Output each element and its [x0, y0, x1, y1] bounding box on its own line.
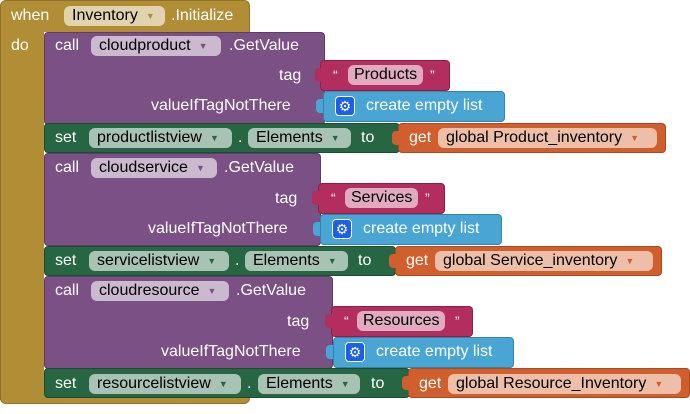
dropdown-arrow-icon: ▼ — [654, 379, 664, 389]
text-value[interactable]: Products — [348, 65, 424, 85]
property-dropdown-elements[interactable]: Elements ▼ — [258, 374, 360, 394]
tag-label: tag — [275, 190, 298, 207]
method-name: .GetValue — [224, 159, 294, 176]
target-dropdown-servicelistview[interactable]: servicelistview ▼ — [89, 251, 229, 271]
dot-separator: . — [238, 129, 243, 146]
open-quote: “ — [331, 190, 336, 206]
close-quote: ” — [430, 67, 435, 83]
gear-icon[interactable]: ⚙ — [332, 219, 352, 239]
variable-dropdown[interactable]: global Resource_Inventory ▼ — [448, 374, 681, 394]
when-label: when — [11, 7, 50, 24]
open-quote: “ — [333, 67, 338, 83]
variable-dropdown[interactable]: global Product_inventory ▼ — [438, 128, 657, 148]
dropdown-arrow-icon: ▼ — [327, 256, 337, 266]
dropdown-arrow-icon: ▼ — [195, 163, 205, 173]
dropdown-arrow-icon: ▼ — [218, 379, 228, 389]
target-name: servicelistview — [97, 252, 200, 270]
dropdown-arrow-icon: ▼ — [207, 256, 217, 266]
target-dropdown-productlistview[interactable]: productlistview ▼ — [89, 128, 232, 148]
get-plug — [402, 376, 409, 390]
property-name: Elements — [256, 129, 323, 147]
list-plug — [316, 99, 323, 113]
property-dropdown-elements[interactable]: Elements ▼ — [248, 128, 351, 148]
variable-dropdown[interactable]: global Service_inventory ▼ — [435, 251, 653, 271]
target-name: resourcelistview — [97, 375, 211, 393]
list-plug — [313, 222, 320, 236]
dropdown-arrow-icon: ▼ — [630, 133, 640, 143]
create-empty-list-label: create empty list — [363, 220, 480, 237]
dropdown-arrow-icon: ▼ — [330, 133, 340, 143]
text-plug — [315, 68, 322, 82]
method-name: .GetValue — [229, 37, 299, 54]
gear-icon[interactable]: ⚙ — [335, 96, 355, 116]
dropdown-arrow-icon: ▼ — [207, 286, 217, 296]
set-label: set — [55, 375, 77, 392]
text-plug — [312, 191, 319, 205]
component-name: cloudservice — [99, 159, 188, 177]
close-quote: ” — [425, 190, 430, 206]
set-label: set — [55, 129, 77, 146]
gear-icon[interactable]: ⚙ — [345, 342, 365, 362]
default-label: valueIfTagNotThere — [161, 343, 301, 360]
call-label: call — [55, 159, 80, 176]
dot-separator: . — [235, 252, 240, 269]
get-plug — [392, 131, 399, 145]
dropdown-arrow-icon: ▼ — [209, 133, 219, 143]
dropdown-arrow-icon: ▼ — [145, 11, 155, 21]
tag-label: tag — [287, 313, 310, 330]
dot-separator: . — [247, 375, 252, 392]
call-label: call — [55, 37, 80, 54]
variable-name: global Service_inventory — [443, 252, 618, 270]
component-name: cloudproduct — [99, 37, 191, 55]
set-label: set — [55, 252, 77, 269]
variable-name: global Resource_Inventory — [456, 375, 647, 393]
get-label: get — [406, 252, 429, 269]
event-block-left-arm — [0, 30, 44, 400]
component-dropdown-cloudresource[interactable]: cloudresource ▼ — [91, 281, 229, 301]
text-value[interactable]: Services — [345, 188, 419, 208]
target-name: productlistview — [97, 129, 202, 147]
get-label: get — [419, 375, 442, 392]
do-label: do — [11, 37, 29, 54]
tag-label: tag — [279, 67, 302, 84]
get-label: get — [409, 129, 432, 146]
create-empty-list-label: create empty list — [376, 343, 493, 360]
property-name: Elements — [253, 252, 320, 270]
list-plug — [326, 345, 333, 359]
target-dropdown-resourcelistview[interactable]: resourcelistview ▼ — [89, 374, 241, 394]
component-dropdown-cloudproduct[interactable]: cloudproduct ▼ — [91, 36, 221, 56]
method-name: .GetValue — [236, 282, 306, 299]
event-name: .Initialize — [171, 7, 234, 24]
close-quote: ” — [455, 313, 460, 329]
property-dropdown-elements[interactable]: Elements ▼ — [245, 251, 348, 271]
open-quote: “ — [344, 313, 349, 329]
component-name: Inventory — [72, 7, 138, 25]
default-label: valueIfTagNotThere — [151, 97, 291, 114]
default-label: valueIfTagNotThere — [148, 220, 288, 237]
to-label: to — [358, 252, 372, 269]
to-label: to — [361, 129, 375, 146]
to-label: to — [371, 375, 385, 392]
component-name: cloudresource — [99, 282, 200, 300]
component-dropdown-cloudservice[interactable]: cloudservice ▼ — [91, 158, 217, 178]
create-empty-list-label: create empty list — [366, 97, 483, 114]
dropdown-arrow-icon: ▼ — [198, 41, 208, 51]
call-label: call — [55, 282, 80, 299]
get-plug — [389, 254, 396, 268]
text-value[interactable]: Resources — [357, 311, 446, 331]
text-plug — [325, 314, 332, 328]
dropdown-arrow-icon: ▼ — [340, 379, 350, 389]
dropdown-arrow-icon: ▼ — [625, 256, 635, 266]
component-dropdown-inventory[interactable]: Inventory ▼ — [64, 6, 165, 26]
property-name: Elements — [266, 375, 333, 393]
variable-name: global Product_inventory — [446, 129, 623, 147]
